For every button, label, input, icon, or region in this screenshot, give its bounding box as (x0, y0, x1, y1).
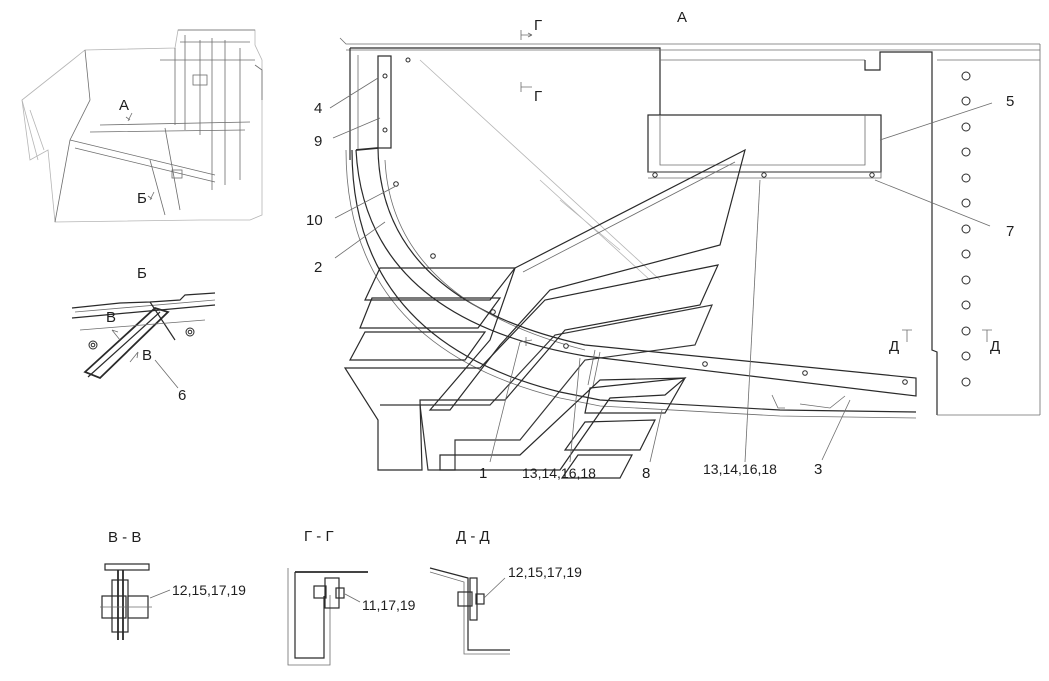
section-vv (100, 563, 171, 640)
callout-7: 7 (1006, 223, 1014, 240)
arrow-b-small (147, 191, 155, 201)
callout-6: 6 (178, 387, 186, 404)
callout-10: 10 (306, 212, 323, 229)
mark-b-small: Б (137, 190, 147, 207)
section-g-top: Г (534, 17, 542, 34)
callout-3: 3 (814, 461, 822, 478)
callout-12-vv: 12,15,17,19 (172, 582, 246, 598)
callout-12-dd: 12,15,17,19 (508, 564, 582, 580)
callout-9: 9 (314, 133, 322, 150)
chevron-stripes (343, 264, 720, 479)
view-b-title: Б (137, 265, 147, 282)
arrow-a-small (125, 112, 133, 122)
section-d-right: Д (990, 338, 1000, 355)
mark-v: В (106, 309, 116, 326)
callout-13-right: 13,14,16,18 (703, 461, 777, 477)
section-g-top-arrow (520, 30, 533, 40)
section-dd (429, 567, 510, 655)
section-dd-title: Д - Д (456, 528, 490, 545)
view-b-detail (71, 292, 216, 389)
callout-13-left: 13,14,16,18 (522, 465, 596, 481)
section-g-inner: Г (534, 88, 542, 105)
callout-2: 2 (314, 259, 322, 276)
callout-8: 8 (642, 465, 650, 482)
callout-1: 1 (479, 465, 487, 482)
view-a-main (329, 37, 1041, 479)
section-g-inner-arrow (520, 82, 532, 92)
right-hole-column (961, 71, 971, 387)
mark-a-small: А (119, 97, 129, 114)
view-a-title: А (677, 9, 687, 26)
section-gg-title: Г - Г (304, 528, 334, 545)
callout-5: 5 (1006, 93, 1014, 110)
callout-11: 11,17,19 (362, 597, 416, 613)
section-vv-title: В - В (108, 529, 141, 546)
section-d-left: Д (889, 338, 899, 355)
section-gg (287, 568, 368, 666)
overview-sketch (21, 29, 263, 223)
mark-v2: В (142, 347, 152, 364)
callout-4: 4 (314, 100, 322, 117)
